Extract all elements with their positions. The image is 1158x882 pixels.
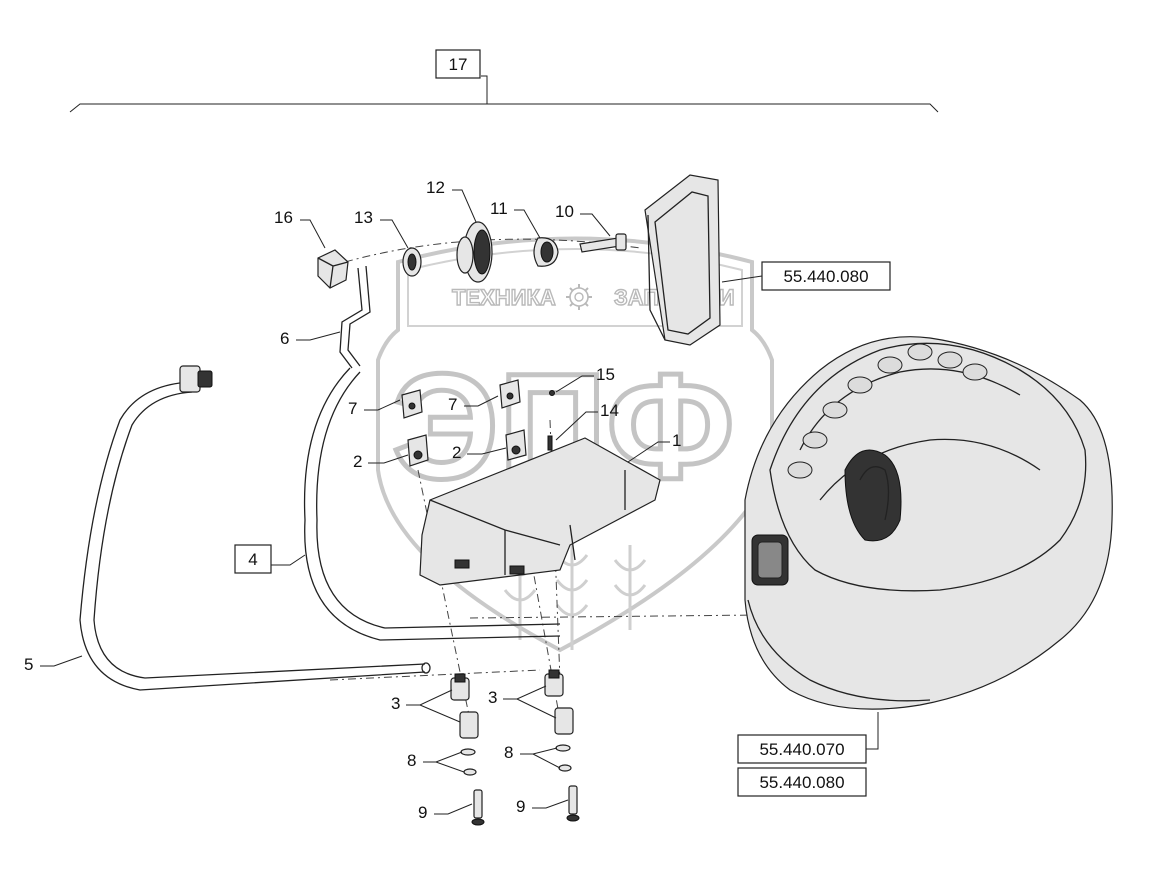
watermark-left-word: ТЕХНИКА xyxy=(452,285,556,310)
callout-12: 12 xyxy=(426,178,445,197)
fastener-stack-right xyxy=(544,669,580,822)
callout-11: 11 xyxy=(490,199,508,218)
cable-4 xyxy=(303,367,561,641)
callout-14: 14 xyxy=(600,401,619,420)
callout-13: 13 xyxy=(354,208,373,227)
callout-3-left: 3 xyxy=(391,694,400,713)
washer-13 xyxy=(402,247,422,277)
callout-7-left: 7 xyxy=(348,399,357,418)
callout-8-left: 8 xyxy=(407,751,416,770)
reference-bottom-1: 55.440.070 xyxy=(759,740,844,759)
callout-2-left: 2 xyxy=(353,452,362,471)
gear-icon xyxy=(566,284,592,310)
reference-boxes: 55.440.080 55.440.070 55.440.080 xyxy=(721,261,891,797)
fastener-stack-left xyxy=(450,673,485,826)
callout-4: 4 xyxy=(248,550,257,569)
group-bracket: 17 xyxy=(69,49,939,113)
mount-12 xyxy=(456,221,493,283)
callout-1: 1 xyxy=(672,431,681,450)
callout-16: 16 xyxy=(274,208,293,227)
reference-top: 55.440.080 xyxy=(783,267,868,286)
callout-2-right: 2 xyxy=(452,443,461,462)
stud-2-right xyxy=(505,429,527,461)
bracket-1 xyxy=(419,437,661,586)
connector-plug-icon xyxy=(179,365,213,393)
callout-6: 6 xyxy=(280,329,289,348)
screw-10 xyxy=(579,233,627,253)
callout-5: 5 xyxy=(24,655,33,674)
reference-bottom-2: 55.440.080 xyxy=(759,773,844,792)
clip-7-right xyxy=(499,379,521,409)
stud-2-left xyxy=(407,434,429,467)
callout-9-right: 9 xyxy=(516,797,525,816)
pin-15 xyxy=(549,390,555,396)
monitor-display xyxy=(644,174,721,346)
pin-14 xyxy=(547,435,553,451)
callout-7-right: 7 xyxy=(448,395,457,414)
rod-6 xyxy=(339,265,371,369)
callout-8-right: 8 xyxy=(504,743,513,762)
clip-7-left xyxy=(401,389,423,419)
armrest-console xyxy=(744,336,1113,710)
callout-labels: 16 13 12 11 10 6 7 7 15 14 2 2 1 4 5 3 xyxy=(24,178,681,822)
callout-17: 17 xyxy=(449,55,468,74)
knob-11 xyxy=(533,237,559,267)
cable-5 xyxy=(79,365,431,691)
callout-9-left: 9 xyxy=(418,803,427,822)
callout-15: 15 xyxy=(596,365,615,384)
callout-3-right: 3 xyxy=(488,688,497,707)
callout-10: 10 xyxy=(555,202,574,221)
nut-16 xyxy=(317,249,349,289)
